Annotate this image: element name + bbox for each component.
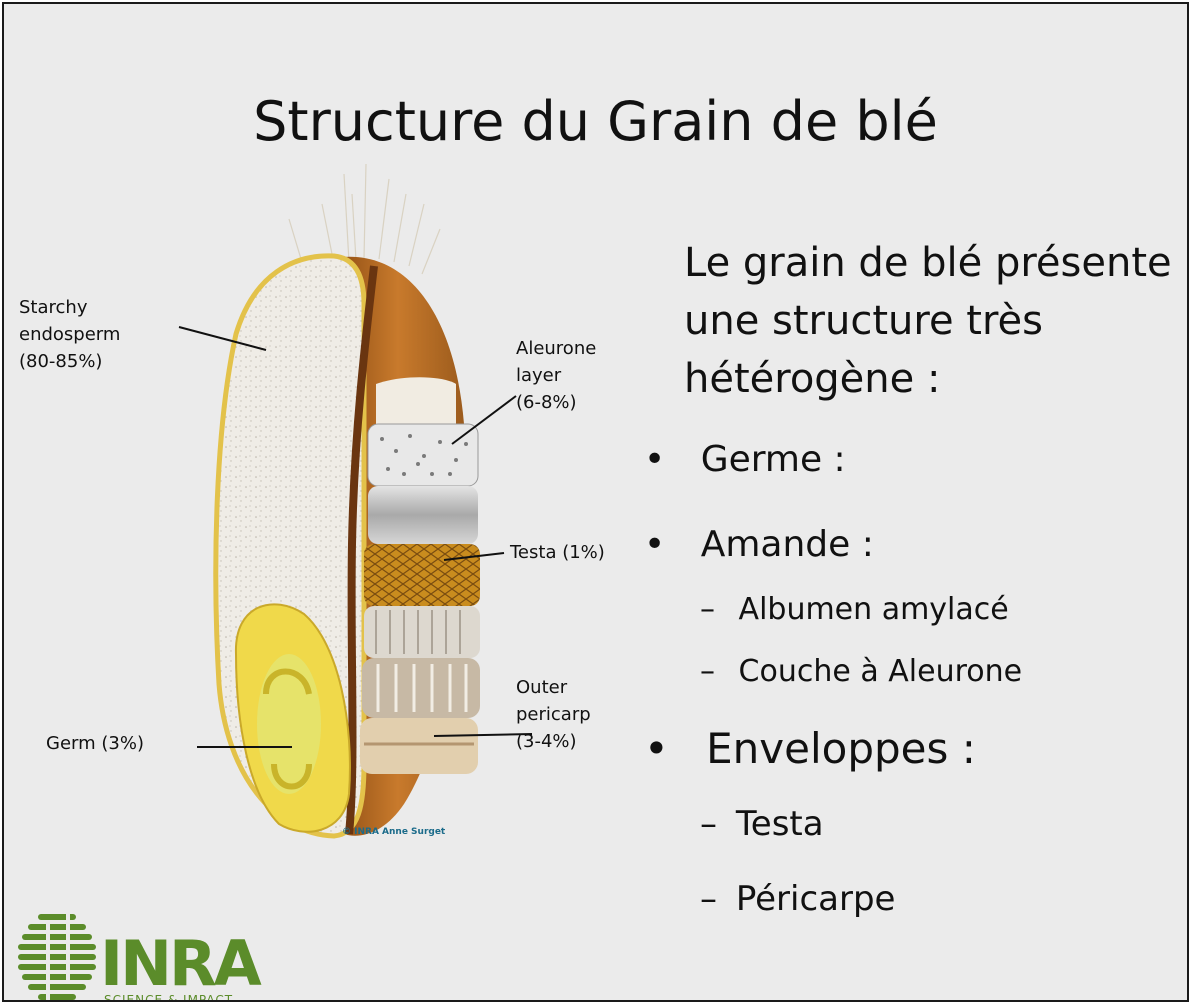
sub-albumen: – Albumen amylacé <box>700 592 1009 627</box>
germ-inner <box>257 654 321 794</box>
inra-logo-text: INRA <box>100 927 259 1000</box>
sub-pericarpe: – Péricarpe <box>700 879 895 919</box>
intro-text: Le grain de blé présente une structure t… <box>684 234 1184 408</box>
inra-logo-subtitle: SCIENCE & IMPACT <box>104 993 233 1002</box>
wheat-grain-diagram <box>4 4 1189 1002</box>
sub-aleurone: – Couche à Aleurone <box>700 654 1022 689</box>
label-outer-pericarp: Outer pericarp (3-4%) <box>516 674 591 755</box>
label-aleurone-layer: Aleurone layer (6-8%) <box>516 335 596 416</box>
bullet-amande: • Amande : <box>644 524 874 565</box>
image-credit: © INRA Anne Surget <box>342 827 445 837</box>
sub-testa: – Testa <box>700 804 824 844</box>
label-testa: Testa (1%) <box>510 539 605 566</box>
label-germ: Germ (3%) <box>46 730 144 757</box>
label-starchy-endosperm: Starchy endosperm (80-85%) <box>19 294 120 375</box>
inra-logo-icon <box>16 912 98 1002</box>
bullet-enveloppes: • Enveloppes : <box>644 724 976 773</box>
bullet-germe: • Germe : <box>644 439 846 480</box>
